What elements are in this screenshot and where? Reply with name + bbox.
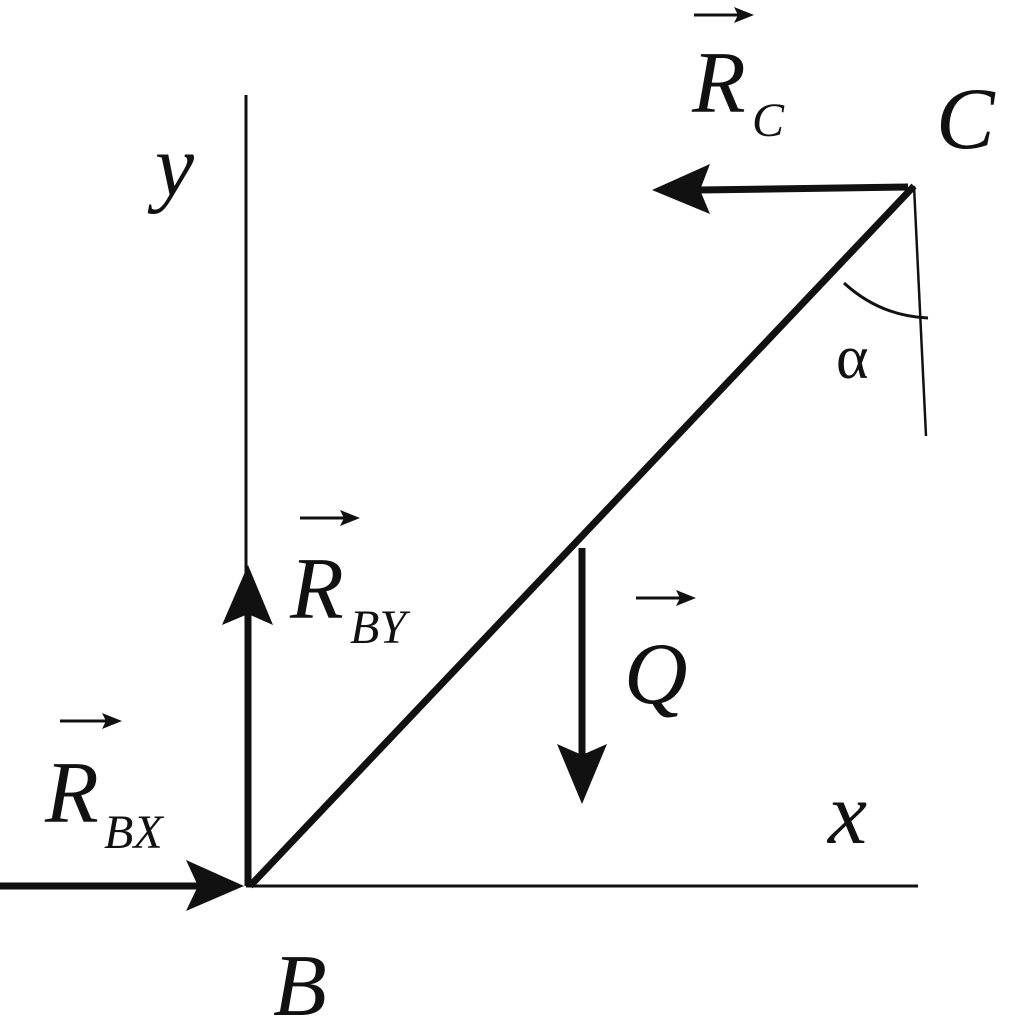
label-force-q: Q — [624, 626, 688, 723]
force-rbx-arrow — [0, 860, 244, 911]
label-y-axis: y — [147, 118, 195, 215]
label-force-rby-main: R — [289, 541, 344, 638]
force-q-arrow — [557, 548, 607, 804]
vertical-reference-line — [912, 185, 928, 437]
force-rby-arrow — [222, 565, 273, 886]
label-force-rc: R C — [691, 35, 785, 147]
label-x-axis: x — [826, 766, 867, 863]
label-force-rc-main: R — [691, 35, 746, 132]
label-force-rby-sub: BY — [350, 601, 410, 654]
label-force-rc-sub: C — [752, 94, 785, 147]
vector-overline-rby — [300, 510, 360, 526]
label-force-rbx-main: R — [44, 745, 99, 842]
vector-overline-rc — [694, 7, 754, 23]
angle-arc — [842, 281, 929, 320]
rod-bc — [247, 183, 917, 889]
vector-overline-q — [636, 590, 696, 606]
label-force-rbx: R BX — [44, 745, 164, 859]
vector-overline-rbx — [60, 713, 122, 729]
force-rc-arrow — [652, 164, 909, 214]
label-force-rby: R BY — [289, 541, 410, 654]
label-point-c: C — [936, 71, 996, 168]
label-point-b: B — [273, 938, 327, 1033]
label-force-rbx-sub: BX — [104, 806, 164, 859]
label-angle-alpha: α — [836, 324, 868, 392]
